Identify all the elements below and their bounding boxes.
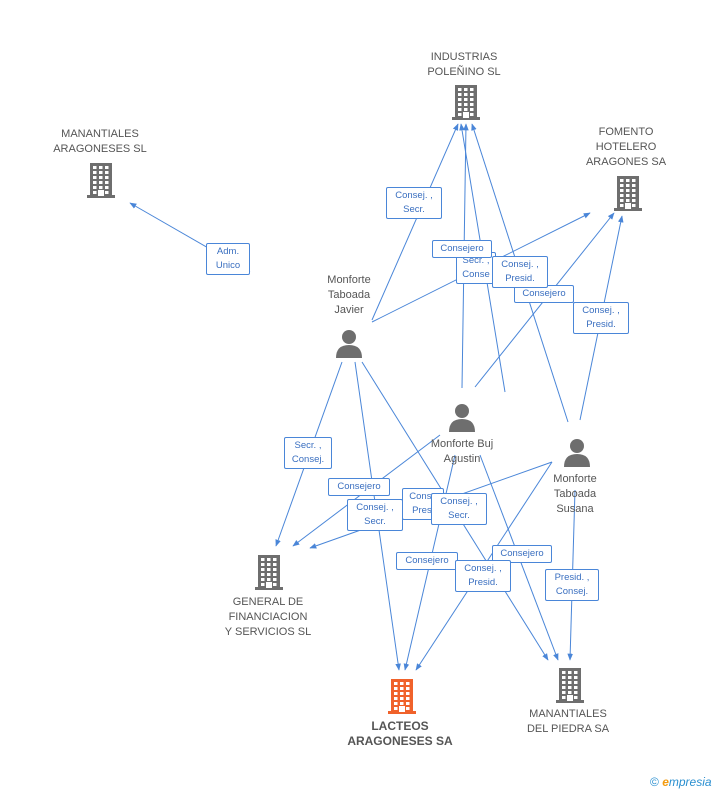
node-label-javier[interactable]: Monforte Taboada Javier: [327, 274, 371, 316]
edge-line: [371, 123, 459, 321]
company-icon[interactable]: [450, 84, 482, 125]
edge-label-cons4[interactable]: Consejero: [396, 552, 458, 570]
edge-label-cons3[interactable]: Consejero: [328, 478, 390, 496]
node-label-general[interactable]: GENERAL DE FINANCIACION Y SERVICIOS SL: [224, 596, 312, 638]
brand-logo-letter: e: [662, 775, 669, 789]
edge-label-cp1[interactable]: Consej. , Presid.: [492, 256, 548, 288]
node-label-lacteos[interactable]: LACTEOS ARAGONESES SA: [347, 719, 453, 748]
company-icon[interactable]: [85, 162, 117, 203]
company-icon[interactable]: [554, 667, 586, 708]
person-icon[interactable]: [334, 328, 364, 363]
edge-label-cons1[interactable]: Consejero: [432, 240, 492, 258]
edge-label-cp4[interactable]: Consej. , Presid.: [455, 560, 511, 592]
edge-label-cs2[interactable]: Consej. , Secr.: [347, 499, 403, 531]
edge-label-sc2[interactable]: Secr. , Consej.: [284, 437, 332, 469]
node-label-agustin[interactable]: Monforte Buj Agustin: [430, 438, 494, 465]
edge-label-cs3[interactable]: Consej. , Secr.: [431, 493, 487, 525]
person-icon[interactable]: [562, 437, 592, 472]
copyright-icon: ©: [650, 775, 659, 789]
edge-label-adm[interactable]: Adm. Unico: [206, 243, 250, 275]
node-label-piedra[interactable]: MANANTIALES DEL PIEDRA SA: [526, 708, 610, 735]
edge-label-cs1[interactable]: Consej. , Secr.: [386, 187, 442, 219]
node-label-manantiales-aragoneses[interactable]: MANANTIALES ARAGONESES SL: [53, 128, 147, 155]
company-icon[interactable]: [253, 554, 285, 595]
footer-brand: © empresia: [650, 775, 712, 789]
brand-logo-text: mpresia: [668, 775, 712, 789]
node-label-susana[interactable]: Monforte Taboada Susana: [553, 473, 597, 515]
edge-label-cp2[interactable]: Consej. , Presid.: [573, 302, 629, 334]
company-icon[interactable]: [612, 175, 644, 216]
edge-label-cons5[interactable]: Consejero: [492, 545, 552, 563]
edge-label-pc1[interactable]: Presid. , Consej.: [545, 569, 599, 601]
focus-company-icon[interactable]: [386, 678, 418, 719]
node-label-industrias[interactable]: INDUSTRIAS POLEÑINO SL: [427, 51, 501, 78]
node-label-fomento[interactable]: FOMENTO HOTELERO ARAGONES SA: [585, 126, 667, 168]
person-icon[interactable]: [447, 402, 477, 437]
